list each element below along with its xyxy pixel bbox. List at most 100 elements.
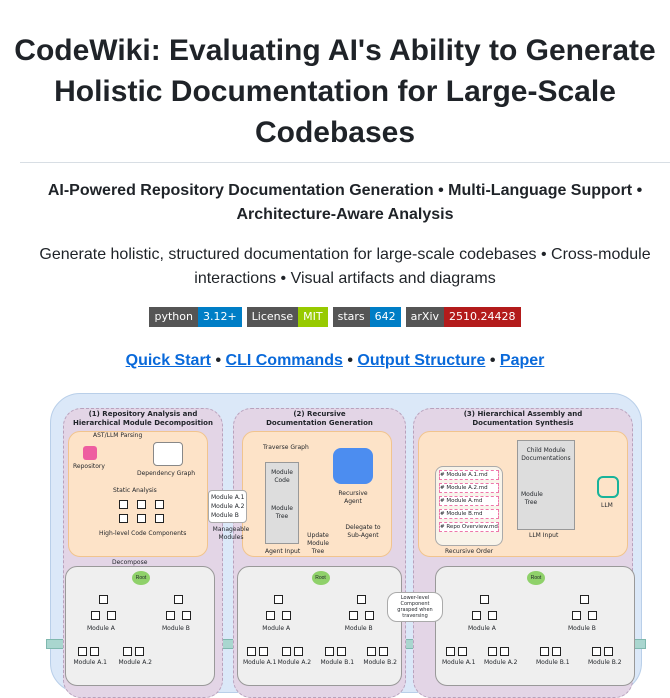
badge-value: MIT bbox=[298, 307, 328, 327]
nav-links: Quick Start • CLI Commands • Output Stru… bbox=[0, 350, 670, 372]
label: Module Code bbox=[271, 469, 293, 484]
code-component-icon bbox=[134, 647, 144, 656]
code-component-icon bbox=[604, 647, 613, 656]
tree-node-label: Module A.2 bbox=[277, 659, 312, 666]
code-component-icon bbox=[91, 611, 100, 620]
label: Child Module Documentations bbox=[521, 447, 571, 462]
code-component-icon bbox=[77, 647, 87, 656]
panel-title: (2) Recursive Documentation Generation bbox=[266, 410, 373, 427]
dependency-graph-icon bbox=[153, 442, 183, 466]
badge-value: 3.12+ bbox=[197, 307, 242, 327]
subtitle: AI-Powered Repository Documentation Gene… bbox=[47, 182, 643, 223]
architecture-diagram: (1) Repository Analysis and Hierarchical… bbox=[46, 393, 646, 698]
label: Delegate to Sub-Agent bbox=[345, 524, 381, 539]
tree-node-label: Module B.2 bbox=[363, 659, 397, 666]
page-title: CodeWiki: Evaluating AI's Ability to Gen… bbox=[14, 34, 656, 149]
link-cli-commands[interactable]: CLI Commands bbox=[225, 352, 343, 369]
module-item: Module A.1 bbox=[211, 494, 245, 501]
label: AST/LLM Parsing bbox=[93, 432, 143, 439]
tree-node-label: Module A.2 bbox=[118, 659, 152, 666]
link-quick-start[interactable]: Quick Start bbox=[125, 352, 211, 369]
repository-icon bbox=[83, 446, 97, 460]
code-component-icon bbox=[324, 647, 334, 656]
doc-file: # Module A.1.md bbox=[439, 470, 499, 480]
label: Agent Input bbox=[265, 548, 301, 555]
code-component-icon bbox=[155, 500, 164, 509]
label: Traverse Graph bbox=[263, 444, 309, 451]
tree-node-label: Module A.1 bbox=[442, 659, 476, 666]
tree-node-label: Module A bbox=[262, 625, 291, 632]
brain-icon bbox=[333, 448, 373, 484]
code-component-icon bbox=[274, 595, 284, 604]
doc-file: # Repo Overview.md bbox=[439, 522, 499, 532]
code-component-icon bbox=[107, 611, 116, 620]
code-component-icon bbox=[552, 647, 561, 656]
code-component-icon bbox=[364, 611, 374, 620]
code-component-icon bbox=[293, 647, 303, 656]
llm-input-doc: Child Module Documentations Module Tree bbox=[517, 440, 575, 530]
label: LLM bbox=[601, 502, 613, 509]
label: Repository bbox=[73, 463, 105, 470]
code-component-icon bbox=[119, 514, 128, 523]
llm-icon bbox=[597, 476, 619, 498]
label: Recursive Agent bbox=[338, 490, 368, 505]
label: High-level Code Components bbox=[99, 530, 187, 537]
code-component-icon bbox=[155, 514, 164, 523]
badge-label: python bbox=[149, 307, 198, 327]
synthesis-box: # Module A.1.md# Module A.2.md# Module A… bbox=[418, 431, 628, 557]
code-component-icon bbox=[99, 595, 108, 604]
code-component-icon bbox=[488, 647, 497, 656]
label: Module Tree bbox=[521, 491, 543, 506]
code-component-icon bbox=[137, 514, 146, 523]
manageable-modules: Module A.1 Module A.2 Module B bbox=[208, 490, 248, 523]
code-component-icon bbox=[137, 500, 146, 509]
code-component-icon bbox=[122, 647, 132, 656]
doc-file: # Module B.md bbox=[439, 509, 499, 519]
label: Recursive Order bbox=[445, 548, 494, 555]
code-component-icon bbox=[572, 611, 581, 620]
tree-node-label: Module B.1 bbox=[320, 659, 355, 666]
link-paper[interactable]: Paper bbox=[499, 352, 545, 369]
code-component-icon bbox=[266, 611, 276, 620]
code-component-icon bbox=[348, 611, 358, 620]
tree-node-label: Module A bbox=[87, 625, 115, 632]
code-component-icon bbox=[488, 611, 497, 620]
code-component-icon bbox=[367, 647, 377, 656]
link-output-structure[interactable]: Output Structure bbox=[357, 352, 486, 369]
label: LLM Input bbox=[529, 532, 559, 539]
code-component-icon bbox=[281, 647, 291, 656]
code-component-icon bbox=[356, 595, 366, 604]
code-component-icon bbox=[500, 647, 509, 656]
code-component-icon bbox=[458, 647, 467, 656]
badge-label: License bbox=[246, 307, 299, 327]
root-node: Root bbox=[132, 571, 150, 585]
badge-label: stars bbox=[332, 307, 370, 327]
module-item: Module B bbox=[211, 512, 239, 519]
label: Manageable Modules bbox=[212, 526, 250, 541]
tree-node-label: Module B.1 bbox=[536, 659, 570, 666]
agent-input-doc: Module Code Module Tree bbox=[265, 462, 299, 544]
code-component-icon bbox=[592, 647, 601, 656]
badge-value: 642 bbox=[369, 307, 401, 327]
badge-label: arXiv bbox=[405, 307, 445, 327]
label: Static Analysis bbox=[113, 487, 157, 494]
label: Dependency Graph bbox=[137, 470, 196, 477]
code-component-icon bbox=[282, 611, 292, 620]
tree-node-label: Module A.1 bbox=[73, 659, 107, 666]
code-component-icon bbox=[336, 647, 346, 656]
code-component-icon bbox=[258, 647, 268, 656]
code-component-icon bbox=[166, 611, 175, 620]
panel-title: (1) Repository Analysis and Hierarchical… bbox=[73, 410, 213, 427]
label: Decompose bbox=[112, 559, 148, 566]
root-node: Root bbox=[311, 571, 330, 585]
code-component-icon bbox=[472, 611, 481, 620]
badge-value: 2510.24428 bbox=[444, 307, 521, 327]
code-component-icon bbox=[588, 611, 597, 620]
separator: • bbox=[489, 352, 496, 369]
